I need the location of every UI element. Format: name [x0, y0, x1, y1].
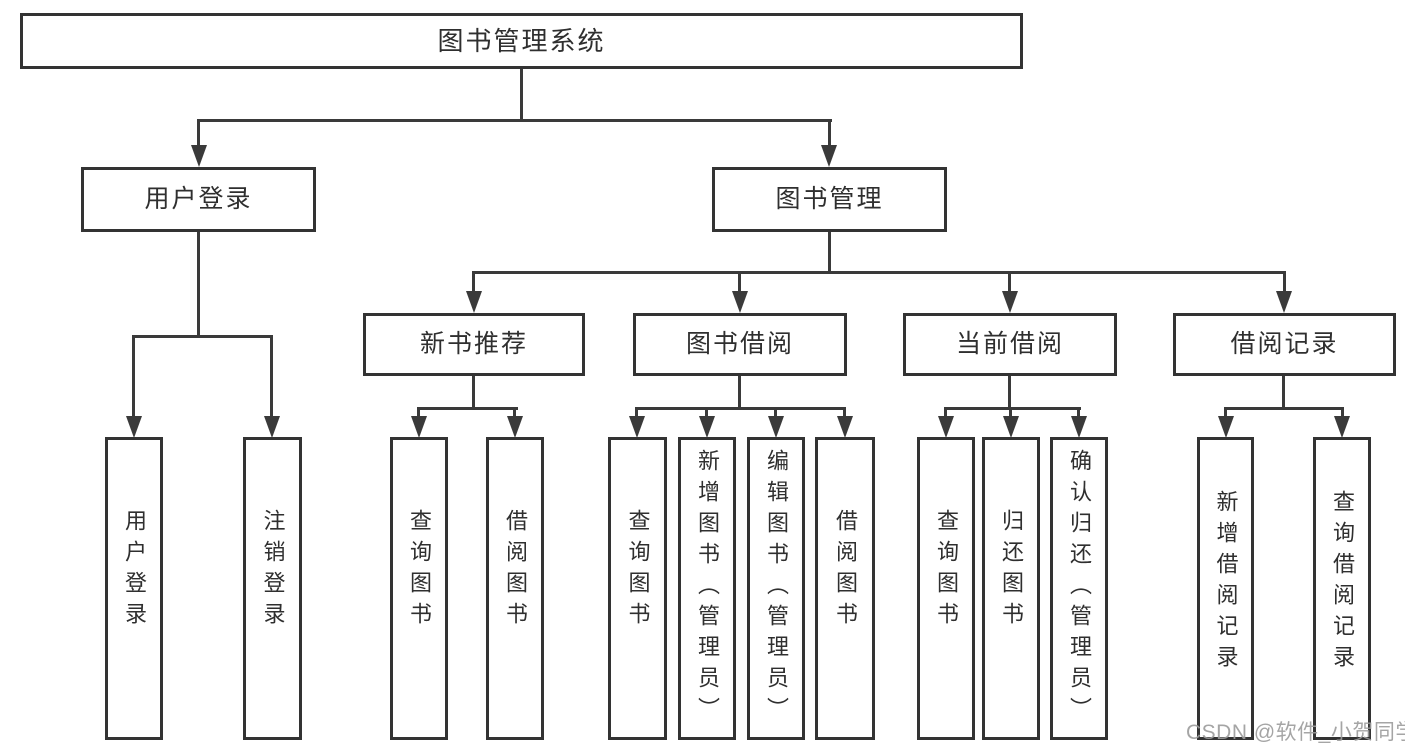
node-label: 归还图书: [999, 508, 1024, 633]
node-logout: 注销登录: [243, 437, 302, 740]
csdn-watermark: CSDN @软件_小贺同学: [1186, 721, 1405, 744]
connector-segment: [1008, 376, 1011, 410]
arrowhead-down-icon: [768, 416, 784, 438]
connector-segment: [417, 407, 420, 421]
node-label: 查询图书: [934, 508, 959, 633]
node-label: 借阅图书: [833, 508, 858, 633]
node-borrowing-records: 借阅记录: [1173, 313, 1396, 376]
connector-segment: [132, 335, 273, 338]
arrowhead-down-icon: [821, 145, 837, 167]
node-label: 确认归还（管理员）: [1067, 449, 1092, 728]
connector-segment: [1224, 407, 1227, 421]
arrowhead-down-icon: [466, 291, 482, 313]
node-book-management: 图书管理: [712, 167, 947, 232]
node-system-root: 图书管理系统: [20, 13, 1023, 69]
node-label: 当前借阅: [955, 330, 1064, 358]
node-cb-confirm-return-admin: 确认归还（管理员）: [1050, 437, 1108, 740]
connector-segment: [738, 376, 741, 410]
connector-segment: [197, 232, 200, 338]
arrowhead-down-icon: [699, 416, 715, 438]
arrowhead-down-icon: [126, 416, 142, 438]
connector-segment: [1224, 407, 1344, 410]
node-label: 用户登录: [144, 185, 253, 213]
connector-segment: [417, 407, 518, 410]
node-book-borrowing: 图书借阅: [633, 313, 847, 376]
connector-segment: [1282, 376, 1285, 410]
node-label: 图书借阅: [685, 330, 794, 358]
connector-segment: [843, 407, 846, 421]
node-label: 查询图书: [625, 508, 651, 633]
connector-segment: [1077, 407, 1080, 421]
arrowhead-down-icon: [732, 291, 748, 313]
arrowhead-down-icon: [411, 416, 427, 438]
arrowhead-down-icon: [264, 416, 280, 438]
arrowhead-down-icon: [837, 416, 853, 438]
connector-segment: [472, 271, 1286, 274]
node-new-book-recommend: 新书推荐: [363, 313, 585, 376]
node-cb-return-books: 归还图书: [982, 437, 1040, 740]
node-br-query-record: 查询借阅记录: [1313, 437, 1371, 740]
node-br-add-record: 新增借阅记录: [1197, 437, 1254, 740]
node-label: 图书管理系统: [437, 26, 606, 56]
connector-segment: [197, 119, 832, 122]
node-nbr-borrow-books: 借阅图书: [486, 437, 544, 740]
arrowhead-down-icon: [1071, 416, 1087, 438]
connector-segment: [1341, 407, 1344, 421]
node-label: 新书推荐: [419, 330, 528, 358]
connector-segment: [705, 407, 708, 421]
connector-segment: [738, 271, 741, 295]
connector-segment: [635, 407, 638, 421]
connector-segment: [774, 407, 777, 421]
node-label: 新增图书（管理员）: [695, 449, 720, 728]
node-current-borrowing: 当前借阅: [903, 313, 1117, 376]
arrowhead-down-icon: [1003, 416, 1019, 438]
connector-segment: [197, 119, 200, 149]
arrowhead-down-icon: [191, 145, 207, 167]
connector-segment: [513, 407, 516, 421]
arrowhead-down-icon: [1218, 416, 1234, 438]
node-label: 查询图书: [407, 508, 432, 633]
arrowhead-down-icon: [1334, 416, 1350, 438]
connector-segment: [828, 119, 831, 149]
connector-segment: [270, 335, 273, 420]
node-user-login: 用户登录: [81, 167, 316, 232]
connector-segment: [520, 68, 523, 122]
node-nbr-query-books: 查询图书: [390, 437, 448, 740]
arrowhead-down-icon: [507, 416, 523, 438]
node-label: 新增借阅记录: [1213, 489, 1239, 676]
connector-segment: [1008, 271, 1011, 295]
node-bb-borrow-books: 借阅图书: [815, 437, 875, 740]
connector-segment: [944, 407, 1081, 410]
node-cb-query-books: 查询图书: [917, 437, 975, 740]
arrowhead-down-icon: [629, 416, 645, 438]
node-label: 注销登录: [260, 508, 286, 633]
connector-segment: [132, 335, 135, 420]
connector-segment: [472, 271, 475, 295]
node-bb-edit-book-admin: 编辑图书（管理员）: [747, 437, 805, 740]
connector-segment: [828, 232, 831, 274]
node-label: 用户登录: [122, 508, 147, 633]
node-label: 借阅图书: [503, 508, 528, 633]
connector-segment: [944, 407, 947, 421]
arrowhead-down-icon: [938, 416, 954, 438]
node-login: 用户登录: [105, 437, 163, 740]
connector-segment: [1283, 271, 1286, 295]
connector-segment: [472, 376, 475, 410]
arrowhead-down-icon: [1002, 291, 1018, 313]
node-label: 编辑图书（管理员）: [764, 449, 789, 728]
connector-segment: [635, 407, 846, 410]
node-label: 查询借阅记录: [1330, 489, 1355, 676]
node-bb-add-book-admin: 新增图书（管理员）: [678, 437, 736, 740]
node-label: 图书管理: [775, 185, 884, 213]
node-label: 借阅记录: [1230, 330, 1339, 358]
arrowhead-down-icon: [1276, 291, 1292, 313]
connector-segment: [1009, 407, 1012, 421]
node-bb-query-books: 查询图书: [608, 437, 667, 740]
